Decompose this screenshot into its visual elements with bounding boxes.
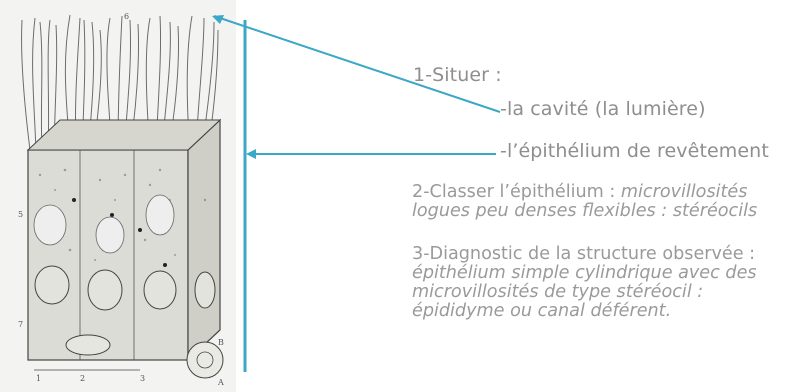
item3-line1: épithélium simple cylindrique avec des: [412, 263, 757, 283]
item3-line3: épididyme ou canal déférent.: [412, 301, 671, 321]
item3-line2: microvillosités de type stéréocil :: [412, 282, 703, 302]
inset-circle: [187, 342, 223, 378]
figure-label-bottom-3: 3: [140, 374, 145, 383]
item1-title: 1-Situer :: [413, 64, 502, 86]
epithelium-illustration: 6 5 7 1 2 3 B A: [0, 0, 236, 392]
item3-lead: 3-Diagnostic de la structure observée :: [412, 244, 755, 264]
figure-label-bottom-1: 1: [36, 374, 41, 383]
item2-paragraph: 2-Classer l’épithélium : microvillosités…: [412, 183, 757, 221]
item2-italic-1: microvillosités: [621, 182, 747, 202]
block-side: [188, 120, 220, 360]
item2-lead: 2-Classer l’épithélium :: [412, 182, 621, 202]
figure-label-left-lower: 7: [18, 320, 23, 329]
block-top: [28, 120, 220, 150]
figure-label-top: 6: [124, 12, 129, 21]
block-front: [28, 150, 188, 360]
figure-label-corner-a: A: [218, 378, 224, 387]
item1-epithelium: -l’épithélium de revêtement: [500, 140, 769, 162]
basal-cell: [66, 335, 110, 355]
item2-italic-2: logues peu denses flexibles : stéréocils: [412, 201, 757, 221]
item3-paragraph: 3-Diagnostic de la structure observée : …: [412, 245, 757, 321]
figure-label-corner-b: B: [218, 338, 224, 347]
figure-label-bottom-2: 2: [80, 374, 85, 383]
item1-cavity: -la cavité (la lumière): [500, 98, 706, 120]
epithelium-drawing: [0, 0, 236, 392]
epithelium-arrowhead: [246, 149, 256, 159]
figure-label-left-upper: 5: [18, 210, 23, 219]
